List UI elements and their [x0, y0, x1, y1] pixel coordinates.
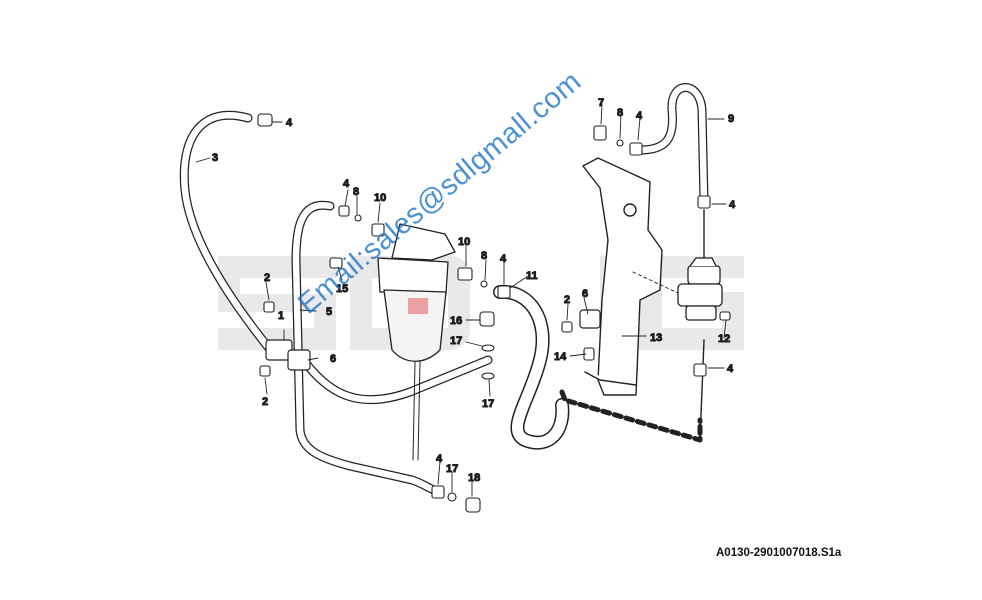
- hose-5: [291, 200, 445, 497]
- callout-9: 9: [728, 113, 734, 125]
- callout-4-e: 4: [729, 199, 736, 211]
- leader-lines: [195, 103, 727, 497]
- callout-13: 13: [650, 332, 662, 344]
- callout-2-b: 2: [262, 396, 268, 408]
- hose-9: [635, 83, 709, 205]
- callout-11: 11: [526, 270, 538, 282]
- callout-7: 7: [598, 97, 604, 109]
- callout-17-a: 17: [450, 335, 462, 347]
- hose-cross: [300, 355, 493, 405]
- callout-5: 5: [326, 306, 332, 318]
- callout-10-a: 10: [374, 192, 386, 204]
- callout-10-b: 10: [458, 236, 470, 248]
- callout-8-a: 8: [353, 186, 359, 198]
- callout-6-b: 6: [582, 288, 588, 300]
- callout-4-c: 4: [500, 253, 507, 265]
- callout-4-a: 4: [286, 117, 293, 129]
- callout-17-b: 17: [482, 398, 494, 410]
- bracket-13: [582, 157, 663, 396]
- callout-3: 3: [212, 152, 218, 164]
- line-to-sensor: [699, 209, 705, 441]
- callout-labels: 1 2 2 2 3 4 4 4 4 4 4 4 5 6 6 7 8 8 8 9 …: [212, 97, 737, 485]
- callout-14: 14: [554, 351, 567, 363]
- callout-2-c: 2: [564, 294, 570, 306]
- callout-8-c: 8: [617, 107, 623, 119]
- fittings: [257, 113, 731, 513]
- callout-4-b: 4: [343, 178, 350, 190]
- fuel-filter: [377, 223, 456, 461]
- callout-2-a: 2: [264, 272, 270, 284]
- callout-15: 15: [336, 283, 348, 295]
- callout-16: 16: [450, 315, 462, 327]
- figure-id: A0130-2901007018.S1a: [716, 547, 842, 559]
- callout-17-c: 17: [446, 463, 458, 475]
- dashed-connection: [559, 389, 703, 443]
- callout-18: 18: [468, 472, 480, 484]
- callout-8-b: 8: [481, 250, 487, 262]
- callout-6-a: 6: [330, 353, 336, 365]
- callout-1: 1: [278, 310, 284, 322]
- hose-11: [493, 284, 570, 450]
- hose-3: [179, 110, 277, 357]
- callout-4-f: 4: [727, 363, 734, 375]
- callout-4-d: 4: [636, 110, 643, 122]
- callout-4-g: 4: [436, 453, 443, 465]
- clamps: [265, 309, 601, 371]
- sensor-assembly: [677, 257, 723, 321]
- callout-12: 12: [718, 333, 730, 345]
